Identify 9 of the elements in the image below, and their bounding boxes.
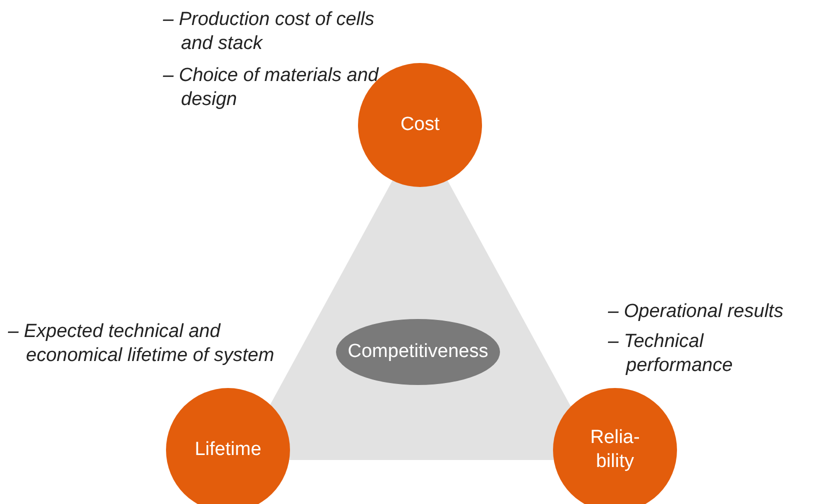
bullet-text: – Choice of materials and design	[163, 64, 380, 112]
node-label: Competitiveness	[348, 340, 488, 364]
node-label: Relia- bility	[589, 426, 641, 474]
bullet-text: – Operational results	[608, 300, 784, 324]
bullet-text: – Expected technical and economical lifetime of system	[8, 320, 276, 368]
bullet-text: – Technical performance	[608, 330, 734, 378]
node-label: Cost	[400, 113, 440, 137]
node-label: Lifetime	[194, 438, 262, 462]
bullet-text: – Production cost of cells and stack	[163, 8, 376, 56]
